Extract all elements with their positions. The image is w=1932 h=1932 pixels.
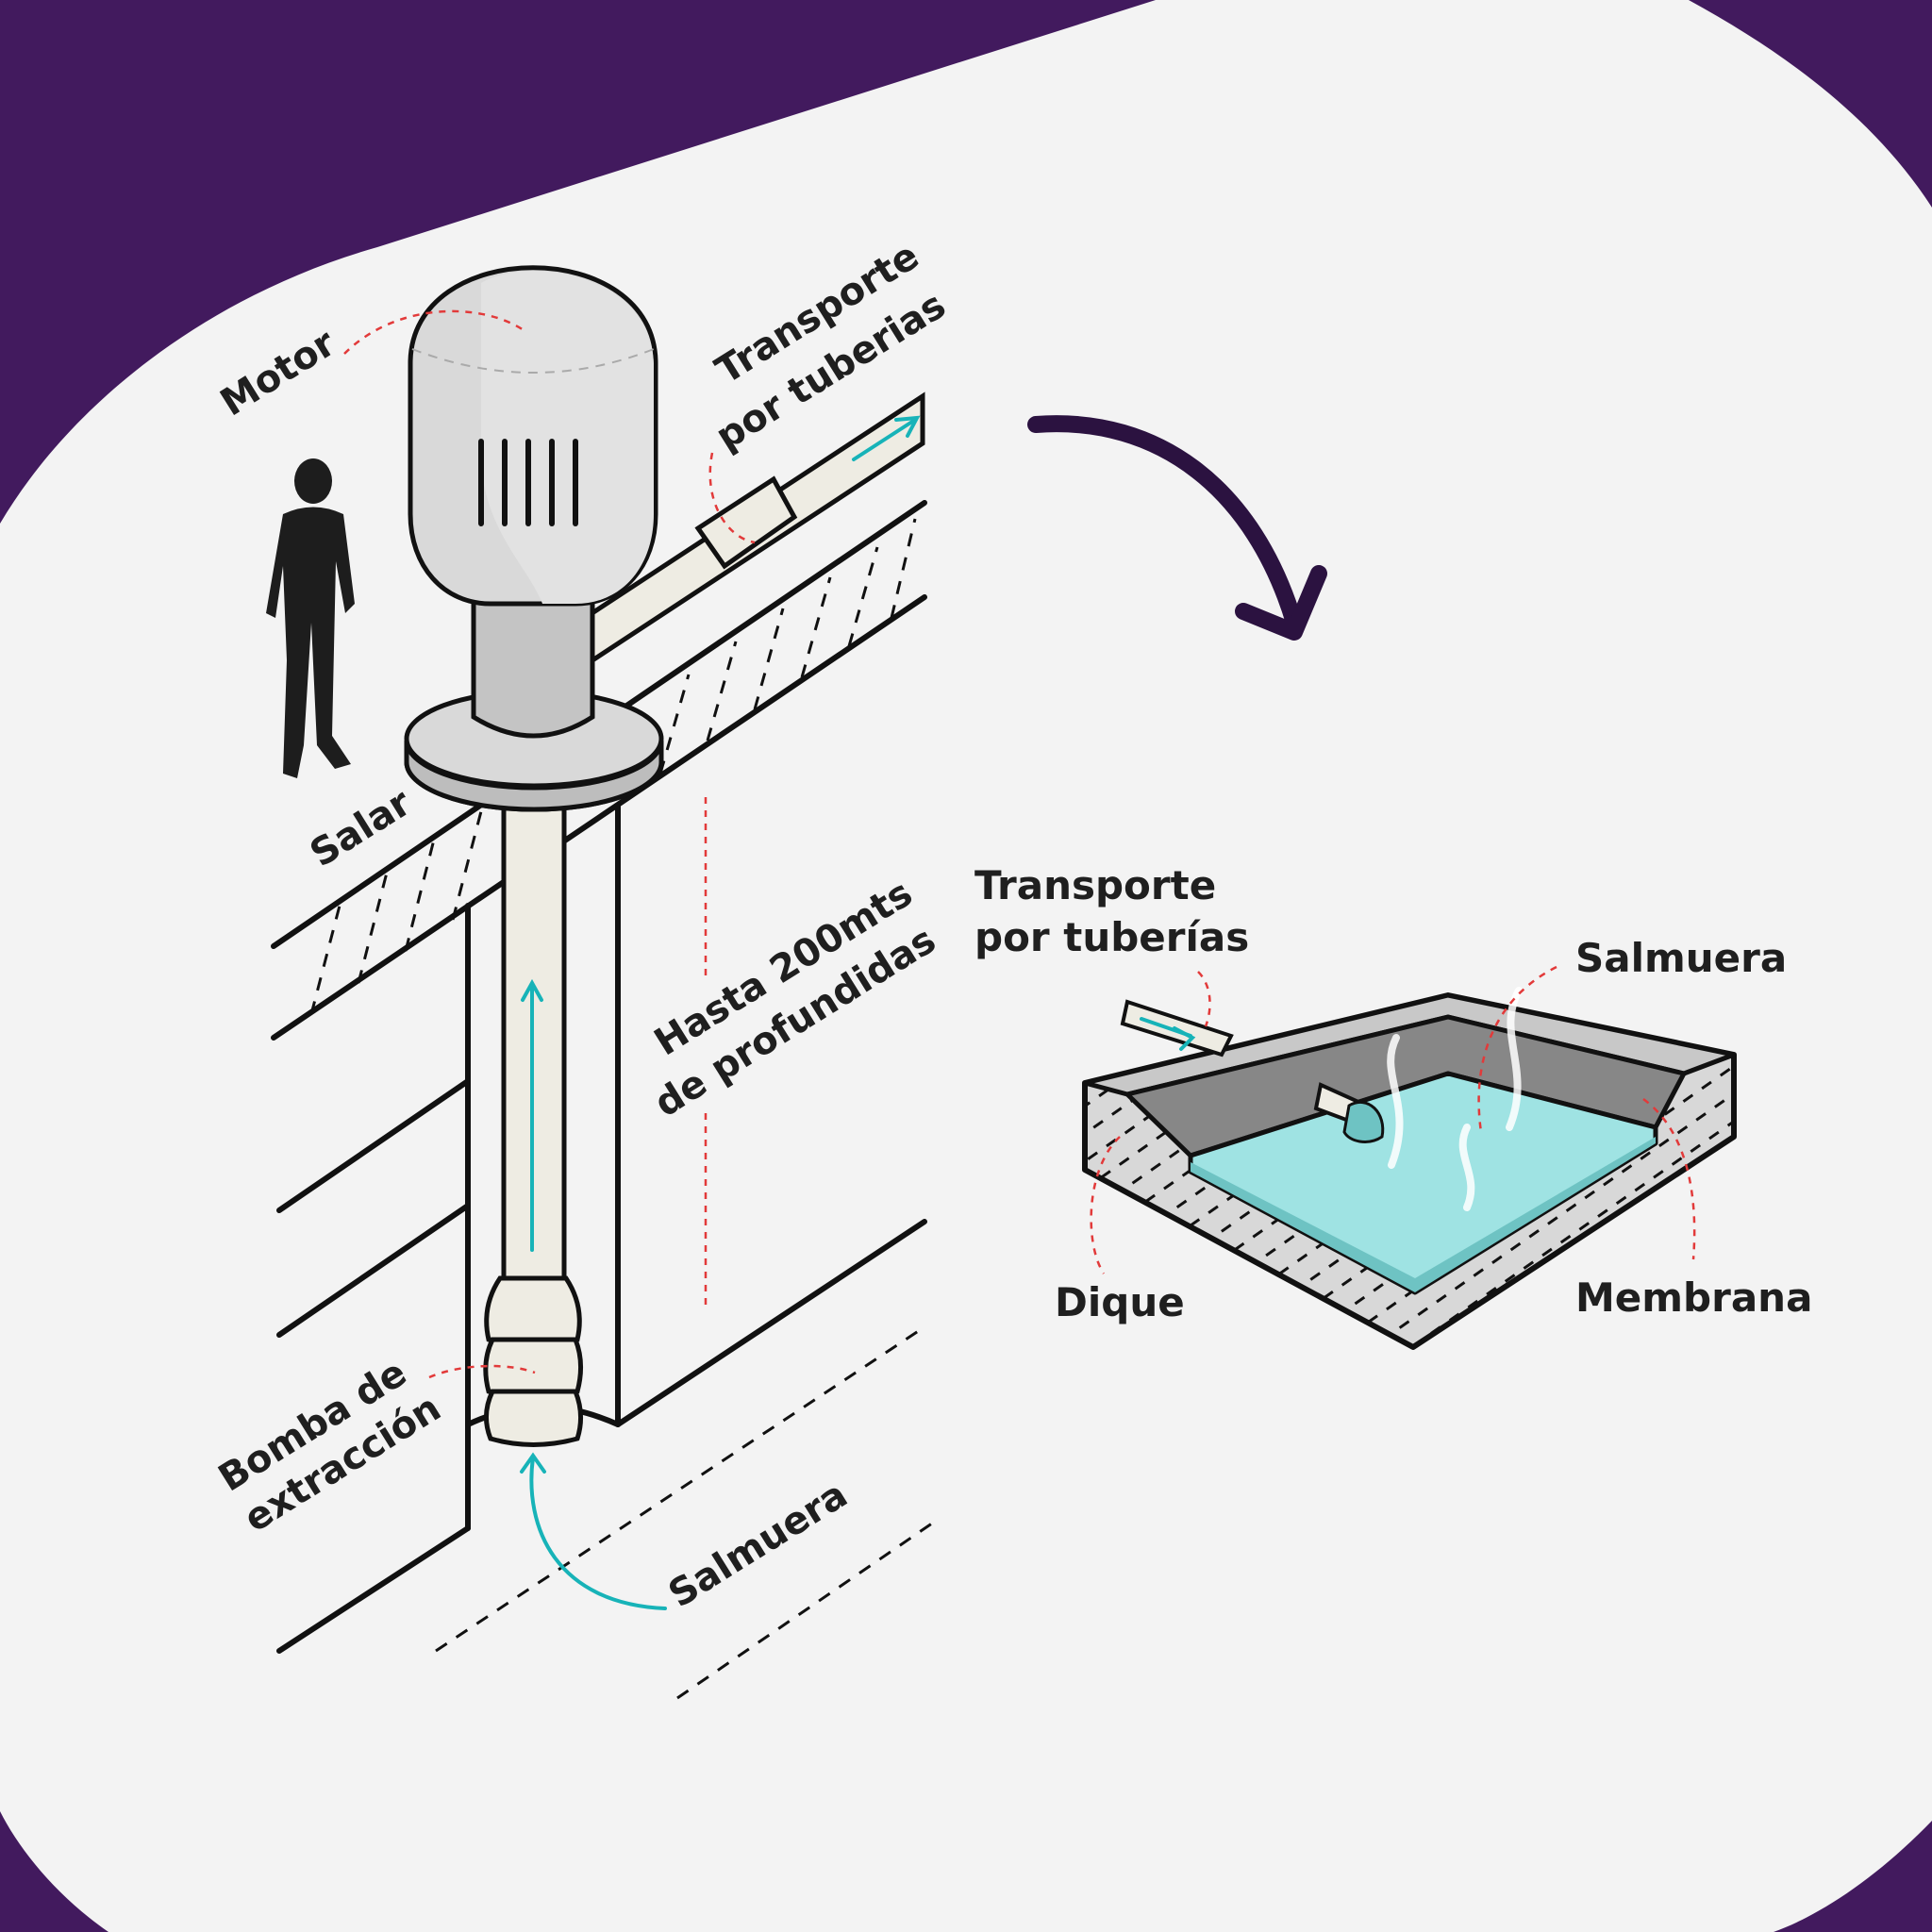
- label-transporte-right-2: por tuberías: [974, 914, 1249, 960]
- label-salmuera-right: Salmuera: [1575, 935, 1787, 981]
- label-membrana: Membrana: [1575, 1274, 1812, 1321]
- leader-lines-left: [343, 309, 756, 1379]
- label-dique: Dique: [1055, 1279, 1185, 1325]
- brine-inflow-arrow: [520, 1452, 667, 1610]
- process-arrow-icon: [1027, 415, 1327, 641]
- label-transporte-right-1: Transporte: [974, 862, 1216, 908]
- motor-vents: [478, 439, 578, 526]
- extraction-pump: [483, 1275, 583, 1447]
- motor: [408, 265, 658, 739]
- person-silhouette-icon: [266, 458, 355, 778]
- evaporation-pond: [1082, 987, 1737, 1350]
- vertical-pipe: [501, 780, 567, 1300]
- leader-lines-right: [1090, 965, 1696, 1274]
